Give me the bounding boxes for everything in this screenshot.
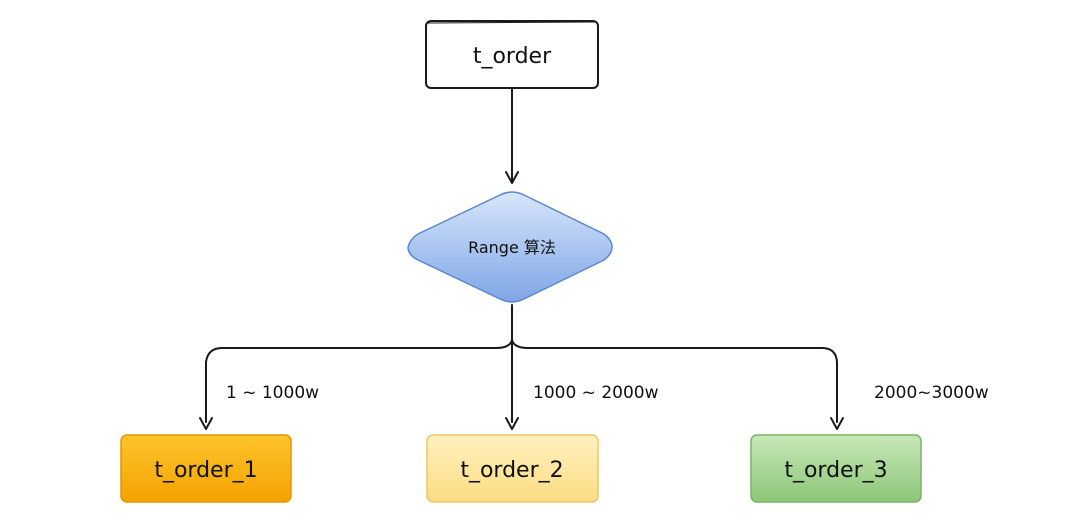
arrowhead-target-1 <box>199 417 213 430</box>
target-node-3-label: t_order_3 <box>784 458 887 483</box>
decision-node-label: Range 算法 <box>468 238 556 257</box>
decision-node: Range 算法 <box>407 191 613 303</box>
edge-decision-to-target-1 <box>205 304 513 423</box>
arrowhead-decision <box>505 171 519 184</box>
target-node-1-label: t_order_1 <box>154 458 257 483</box>
target-node-2: t_order_2 <box>426 434 599 503</box>
edge-decision-to-target-3 <box>511 339 838 423</box>
root-node-label: t_order <box>473 44 552 69</box>
target-node-2-label: t_order_2 <box>460 458 563 483</box>
root-node: t_order <box>425 20 599 89</box>
target-node-3: t_order_3 <box>750 434 922 503</box>
edge-label-2: 1000 ~ 2000w <box>533 383 659 403</box>
target-node-1: t_order_1 <box>120 434 292 503</box>
arrowhead-target-2 <box>505 417 519 430</box>
edge-label-1: 1 ~ 1000w <box>226 383 319 403</box>
edge-label-3: 2000~3000w <box>874 383 989 403</box>
arrowhead-target-3 <box>830 417 844 430</box>
